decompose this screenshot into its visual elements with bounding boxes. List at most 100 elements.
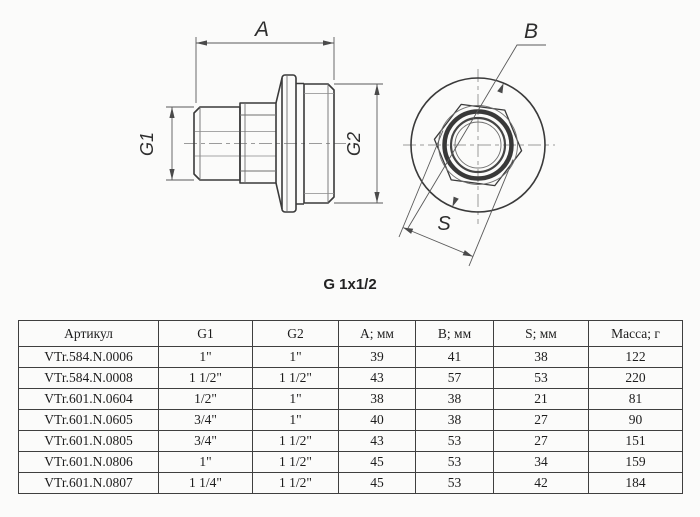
- hex-flats-polygon: [433, 103, 523, 187]
- s-label: S: [437, 213, 451, 235]
- table-row: VTr.601.N.0807 1 1/4" 1 1/2" 45 53 42 18…: [18, 472, 683, 494]
- g1-label: G1: [137, 132, 157, 156]
- article-cell: VTr.601.N.0604: [18, 388, 159, 410]
- arrowhead: [196, 40, 207, 46]
- arrowhead: [497, 83, 504, 94]
- dimension-b: B: [407, 20, 546, 229]
- a-cell: 45: [338, 451, 416, 473]
- arrowhead: [323, 40, 334, 46]
- article-cell: VTr.601.N.0807: [18, 472, 159, 494]
- bore-circle: [454, 121, 502, 169]
- flange: [281, 74, 297, 213]
- s-extension-left: [398, 130, 444, 238]
- column-header-mass: Масса; г: [588, 320, 683, 347]
- dimension-g1: G1: [137, 106, 194, 181]
- b-cell: 53: [415, 430, 494, 452]
- column-header-g2: G2: [252, 320, 339, 347]
- dimension-s: S: [398, 130, 514, 267]
- b-cell: 38: [415, 388, 494, 410]
- column-header-a: A; мм: [338, 320, 416, 347]
- a-cell: 45: [338, 472, 416, 494]
- a-cell: 43: [338, 367, 416, 389]
- g1-cell: 1 1/4": [158, 472, 253, 494]
- s-cell: 38: [493, 346, 589, 368]
- b-cell: 53: [415, 472, 494, 494]
- arrowhead: [462, 250, 473, 257]
- arrowhead: [402, 227, 414, 234]
- b-dimension-line: [407, 44, 546, 229]
- mass-cell: 122: [588, 346, 683, 368]
- table-row: VTr.584.N.0008 1 1/2" 1 1/2" 43 57 53 22…: [18, 367, 683, 389]
- a-cell: 39: [338, 346, 416, 368]
- arrowhead: [169, 169, 175, 180]
- size-caption: G 1x1/2: [323, 276, 377, 293]
- column-header-s: S; мм: [493, 320, 589, 347]
- mass-cell: 151: [588, 430, 683, 452]
- table-row: VTr.584.N.0006 1" 1" 39 41 38 122: [18, 346, 683, 368]
- b-cell: 38: [415, 409, 494, 431]
- s-cell: 34: [493, 451, 589, 473]
- arrowhead: [374, 192, 380, 203]
- mass-cell: 81: [588, 388, 683, 410]
- s-cell: 27: [493, 430, 589, 452]
- g1-cell: 1": [158, 346, 253, 368]
- table-row: VTr.601.N.0805 3/4" 1 1/2" 43 53 27 151: [18, 430, 683, 452]
- article-cell: VTr.584.N.0006: [18, 346, 159, 368]
- article-cell: VTr.601.N.0806: [18, 451, 159, 473]
- table-row: VTr.601.N.0806 1" 1 1/2" 45 53 34 159: [18, 451, 683, 473]
- article-cell: VTr.584.N.0008: [18, 367, 159, 389]
- g1-cell: 1": [158, 451, 253, 473]
- table-row: VTr.601.N.0604 1/2" 1" 38 38 21 81: [18, 388, 683, 410]
- a-cell: 43: [338, 430, 416, 452]
- dimensions-table: Артикул G1 G2 A; мм B; мм S; мм Масса; г…: [18, 320, 683, 494]
- g2-label: G2: [344, 132, 364, 156]
- g2-cell: 1 1/2": [252, 367, 339, 389]
- g2-cell: 1 1/2": [252, 451, 339, 473]
- g2-cell: 1": [252, 346, 339, 368]
- mass-cell: 159: [588, 451, 683, 473]
- thread-ring-inner: [449, 116, 507, 174]
- a-cell: 40: [338, 409, 416, 431]
- s-cell: 53: [493, 367, 589, 389]
- article-cell: VTr.601.N.0605: [18, 409, 159, 431]
- g2-cell: 1 1/2": [252, 430, 339, 452]
- column-header-article: Артикул: [18, 320, 159, 347]
- technical-drawing: A G1 G2: [137, 18, 555, 267]
- g2-cell: 1 1/2": [252, 472, 339, 494]
- mass-cell: 184: [588, 472, 683, 494]
- s-cell: 27: [493, 409, 589, 431]
- arrowhead: [169, 107, 175, 118]
- step-groove: [296, 82, 304, 205]
- a-cell: 38: [338, 388, 416, 410]
- outer-diameter-circle: [410, 77, 546, 213]
- arrowhead: [452, 196, 459, 207]
- s-cell: 42: [493, 472, 589, 494]
- table-row: VTr.601.N.0605 3/4" 1" 40 38 27 90: [18, 409, 683, 431]
- g1-cell: 3/4": [158, 430, 253, 452]
- a-label: A: [253, 18, 269, 41]
- mass-cell: 220: [588, 367, 683, 389]
- b-cell: 41: [415, 346, 494, 368]
- table-header-row: Артикул G1 G2 A; мм B; мм S; мм Масса; г: [18, 320, 683, 347]
- s-cell: 21: [493, 388, 589, 410]
- s-dimension-line: [402, 227, 474, 257]
- article-cell: VTr.601.N.0805: [18, 430, 159, 452]
- g1-cell: 3/4": [158, 409, 253, 431]
- g1-cell: 1 1/2": [158, 367, 253, 389]
- g1-cell: 1/2": [158, 388, 253, 410]
- mass-cell: 90: [588, 409, 683, 431]
- thread-crest-circle: [438, 105, 518, 185]
- flange-transition: [275, 77, 283, 210]
- column-header-g1: G1: [158, 320, 253, 347]
- thread-ring-thick: [442, 109, 514, 181]
- s-extension-right: [468, 159, 514, 267]
- b-cell: 53: [415, 451, 494, 473]
- side-view: [184, 74, 346, 213]
- b-label: B: [524, 20, 538, 43]
- column-header-b: B; мм: [415, 320, 494, 347]
- hex-body: [239, 102, 277, 184]
- front-view: B S: [398, 20, 555, 267]
- dimension-g2: G2: [334, 83, 383, 204]
- g2-cell: 1": [252, 409, 339, 431]
